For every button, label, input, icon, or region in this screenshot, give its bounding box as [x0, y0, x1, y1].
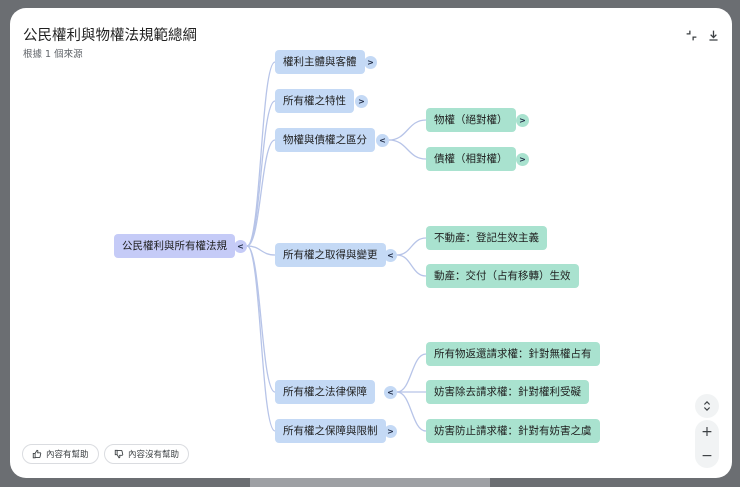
leaf-node-return-claim[interactable]: 所有物返還請求權：針對無權占有 — [426, 342, 600, 366]
branch-node-subjects[interactable]: 權利主體與客體 — [275, 50, 365, 74]
branch-collapse-toggle[interactable]: < — [384, 386, 397, 399]
connector-line — [396, 391, 427, 432]
leaf-node-removal-claim[interactable]: 妨害除去請求權：針對權利受礙 — [426, 380, 589, 404]
mindmap-root-node[interactable]: 公民權利與所有權法規 — [114, 234, 235, 258]
source-count: 根據 1 個來源 — [23, 49, 83, 60]
branch-node-features[interactable]: 所有權之特性 — [275, 89, 354, 113]
branch-collapse-toggle[interactable]: < — [384, 249, 397, 262]
helpful-label: 內容有幫助 — [46, 450, 89, 460]
root-collapse-toggle[interactable]: < — [234, 240, 247, 253]
connector-line — [246, 100, 276, 247]
leaf-expand-toggle[interactable]: > — [516, 153, 529, 166]
helpful-button[interactable]: 內容有幫助 — [22, 444, 99, 464]
leaf-node-real-right[interactable]: 物權（絕對權） — [426, 108, 516, 132]
mindmap-connectors — [246, 61, 427, 432]
connector-line — [388, 119, 427, 141]
thumbs-up-icon — [32, 449, 42, 459]
mindmap-dialog: 公民權利與物權法規範總綱 根據 1 個來源 公民權利與所有權法規 < 權利主體與… — [10, 8, 732, 478]
leaf-expand-toggle[interactable]: > — [516, 114, 529, 127]
branch-node-protection[interactable]: 所有權之法律保障 — [275, 380, 375, 404]
branch-expand-toggle[interactable]: > — [364, 56, 377, 69]
leaf-node-immovable[interactable]: 不動產：登記生效主義 — [426, 226, 547, 250]
connector-line — [388, 139, 427, 160]
thumbs-down-icon — [114, 449, 124, 459]
branch-node-limits[interactable]: 所有權之保障與限制 — [275, 419, 386, 443]
zoom-in-button[interactable]: + — [701, 424, 713, 440]
branch-collapse-toggle[interactable]: < — [376, 134, 389, 147]
connector-line — [246, 245, 276, 432]
download-button[interactable] — [704, 26, 722, 44]
branch-expand-toggle[interactable]: > — [355, 95, 368, 108]
leaf-node-movable[interactable]: 動產：交付（占有移轉）生效 — [426, 264, 579, 288]
not-helpful-label: 內容沒有幫助 — [128, 450, 180, 460]
collapse-button[interactable] — [682, 26, 700, 44]
branch-expand-toggle[interactable]: > — [384, 425, 397, 438]
zoom-controls: + − — [695, 420, 719, 468]
leaf-node-prevention-claim[interactable]: 妨害防止請求權：針對有妨害之虞 — [426, 419, 600, 443]
connector-line — [396, 353, 427, 393]
download-icon — [708, 30, 718, 41]
collapse-icon — [686, 30, 696, 40]
expand-vertical-icon — [695, 394, 719, 418]
branch-node-acquisition[interactable]: 所有權之取得與變更 — [275, 243, 386, 267]
not-helpful-button[interactable]: 內容沒有幫助 — [104, 444, 190, 464]
connector-line — [246, 245, 276, 393]
fit-view-button[interactable] — [695, 394, 719, 418]
page-title: 公民權利與物權法規範總綱 — [23, 28, 197, 44]
connector-line — [396, 237, 427, 256]
connector-line — [396, 254, 427, 277]
connector-line — [246, 61, 276, 247]
leaf-node-claim-right[interactable]: 債權（相對權） — [426, 147, 516, 171]
connector-line — [246, 139, 276, 247]
zoom-out-button[interactable]: − — [701, 448, 713, 464]
connector-line — [246, 245, 276, 256]
branch-node-distinction[interactable]: 物權與債權之區分 — [275, 128, 375, 152]
